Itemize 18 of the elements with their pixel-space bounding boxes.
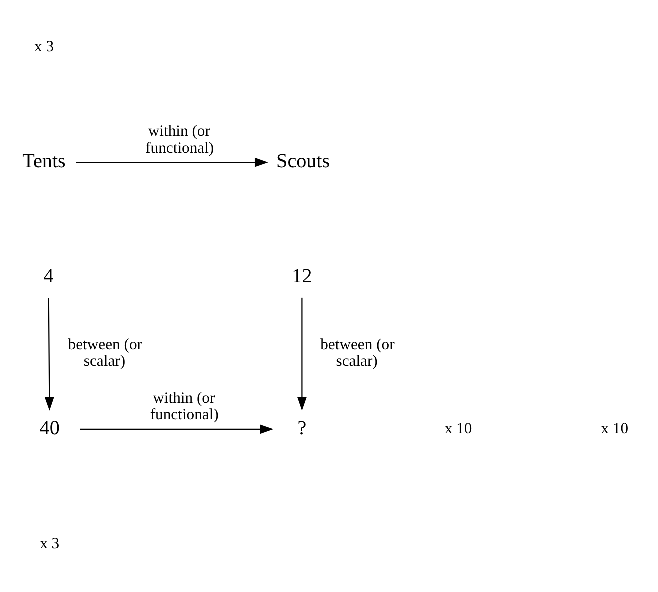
node-text: Tents [22, 150, 66, 172]
arrow [44, 298, 54, 411]
edge-label: between (or scalar) [320, 336, 395, 370]
node-text: 4 [44, 265, 54, 288]
label: x 10 [444, 420, 472, 438]
node-text: 12 [292, 265, 312, 288]
arrow [80, 424, 274, 434]
arrow [298, 298, 307, 411]
edge-label: within (or functional) [146, 122, 214, 157]
label: x 10 [601, 420, 629, 438]
edge-label: between (or scalar) [68, 336, 142, 370]
arrow [76, 158, 268, 168]
label: x 3 [34, 38, 54, 56]
label: x 3 [40, 536, 60, 553]
node-text: Scouts [276, 150, 330, 172]
edge-label: within (or functional) [150, 390, 219, 424]
node-text: ? [298, 417, 307, 440]
node-text: 40 [40, 417, 60, 440]
